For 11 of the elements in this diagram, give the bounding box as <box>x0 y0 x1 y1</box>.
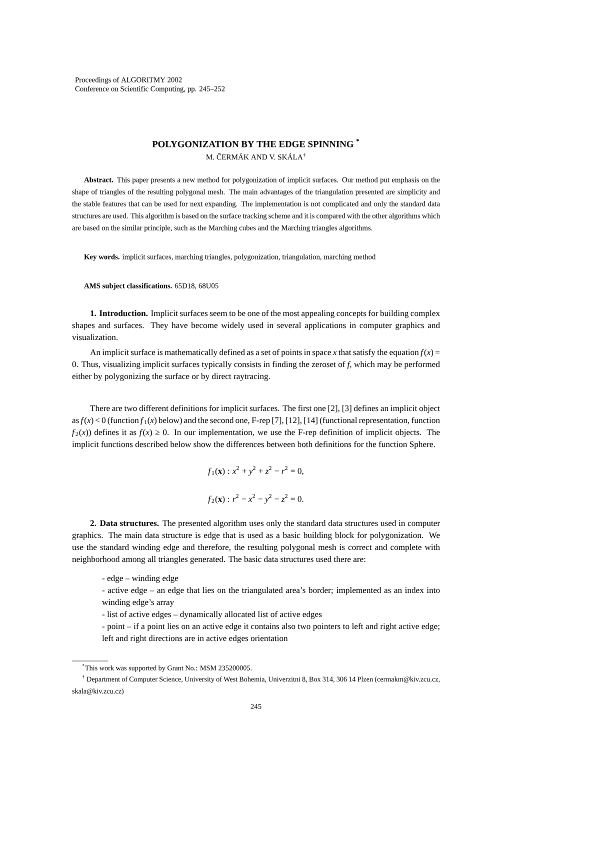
list-item: - point – if a point lies on an active edge it contains also two pointers to left and right active edge; left and right directions are in active edges orientation <box>102 623 440 643</box>
paper-title: POLYGONIZATION BY THE EDGE SPINNING $^{*}$ <box>152 139 360 148</box>
section-paragraph: 1. Introduction. Implicit surfaces seem to be one of the most appealing concepts for building complex shapes and surfaces. They have become widely used in several applications in computer graphics and visualization. <box>72 310 440 340</box>
body-paragraph: There are two different definitions for implicit surfaces. The first one [2], [3] defines an implicit object as f(x) < 0 (function f$_{1}$(x) below) and the second one, F-rep [7], [12], [14] (functional representation, function f$_{2}$(x)) defines it as f(x) ≥ 0. In our implementation, we use the F-rep definition of implicit objects. The implicit functions described below show the differences between both definitions for the function Sphere. <box>72 405 440 449</box>
body-paragraph: An implicit surface is mathematically defined as a set of points in space x that satisfy the equation f(x) = 0. Thus, visualizing implicit surfaces typically consists in finding the zeroset of f, which may be performed either by polygonizing the surface or by direct raytracing. <box>72 349 440 381</box>
list-item: - edge – winding edge <box>102 575 178 583</box>
list-item: - active edge – an edge that lies on the triangulated area’s border; implemented as an index into winding edge’s array <box>102 587 440 607</box>
section-paragraph: 2. Data structures. The presented algorithm uses only the standard data structures used in computer graphics. The main data structure is edge that is used as a basic building block for polygonization. We use the standard winding edge and therefore, the resulting polygonal mesh is correct and complete with neighborhood among all triangles generated. The basic data structures used there are: <box>72 520 440 564</box>
list-item: - list of active edges – dynamically allocated list of active edges <box>102 611 322 619</box>
equation: f$_{1}$(x) : x$^{2}$ + y$^{2}$ + z$^{2}$ − r$^{2}$ = 0, <box>208 466 304 476</box>
equation: f$_{2}$(x) : r$^{2}$ − x$^{2}$ − y$^{2}$ − z$^{2}$ = 0. <box>208 494 304 504</box>
